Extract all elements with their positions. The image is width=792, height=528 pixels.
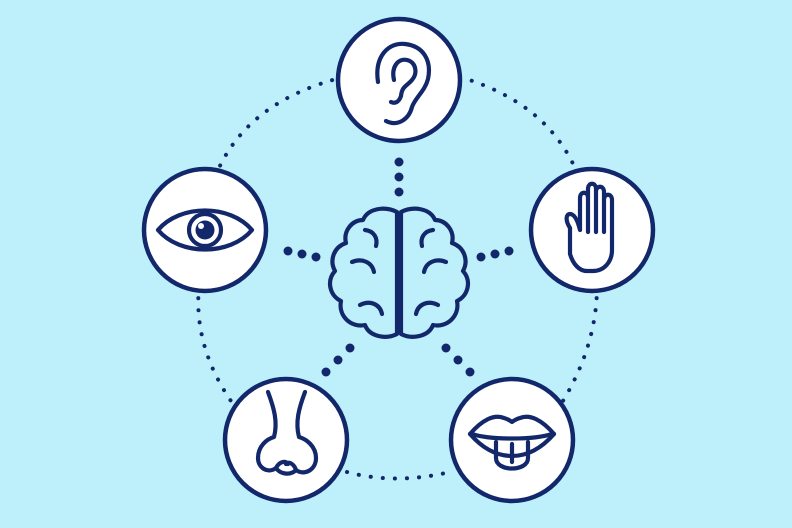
ear-icon — [375, 41, 431, 126]
hand-icon — [564, 181, 615, 274]
connector-ear — [394, 157, 404, 197]
hand-circle — [528, 166, 656, 294]
eye-node — [141, 166, 269, 294]
brain-icon — [327, 206, 471, 339]
connector-mouth — [441, 343, 475, 377]
inner-connectors — [283, 157, 514, 377]
ring-segment-ear-hand — [458, 75, 577, 170]
ring-segment-eye-nose — [196, 284, 238, 410]
nose-circle — [222, 376, 350, 504]
connector-nose — [321, 343, 355, 377]
ring-segment-ear-eye — [216, 75, 346, 172]
hand-node — [528, 166, 656, 294]
ear-node — [335, 16, 463, 144]
outer-dotted-ring — [196, 75, 599, 481]
nose-icon — [255, 389, 319, 476]
eye-icon — [155, 208, 255, 252]
mouth-node — [448, 376, 576, 504]
connector-hand — [476, 246, 514, 262]
ring-segment-nose-mouth — [345, 470, 452, 481]
ear-circle — [335, 16, 463, 144]
connector-eye — [283, 246, 321, 262]
nose-node — [222, 376, 350, 504]
tongue-mouth-icon — [467, 414, 557, 471]
